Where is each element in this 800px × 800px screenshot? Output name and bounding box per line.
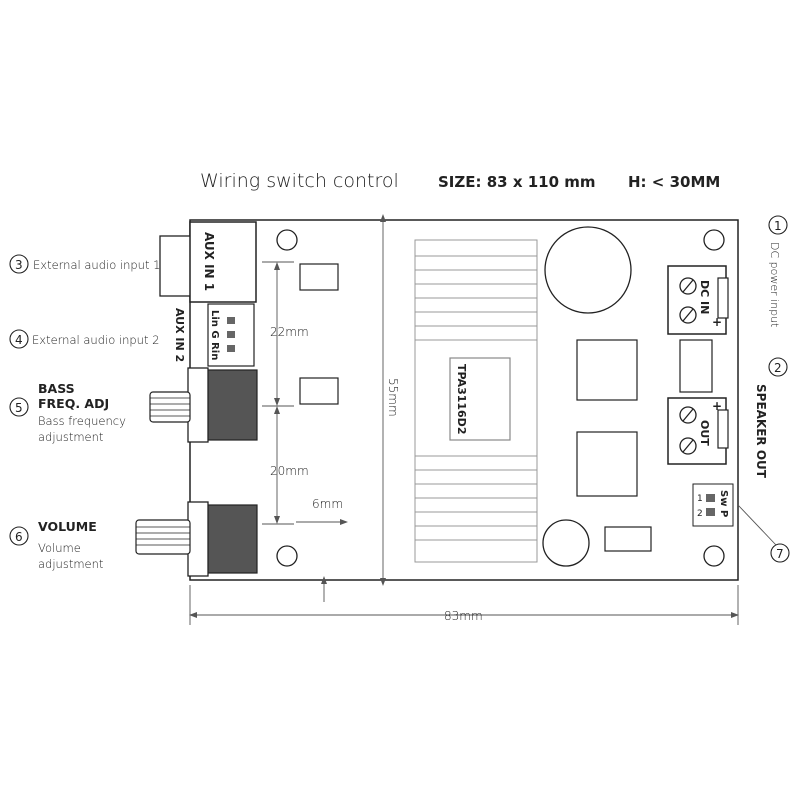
dimension-lines [189, 214, 739, 625]
amplifier-chip: TPA3116D2 [449, 357, 511, 441]
inductor-upper [576, 339, 638, 401]
volume-potentiometer [135, 501, 258, 577]
component-rect-middle [299, 377, 339, 405]
callout-3-text: External audio input 1 [33, 258, 160, 272]
aux-in-2-pin-labels: Lin G Rin [209, 310, 220, 360]
aux-in-2-header: Lin G Rin AUX IN 2 [173, 303, 255, 367]
callout-2-number: 2 [774, 361, 782, 375]
switch-pin-2: 2 [697, 509, 703, 519]
dc-in-plus: + [712, 315, 722, 329]
diagram-title: Wiring switch control [200, 170, 399, 192]
switch-label-p: P [718, 510, 729, 517]
power-switch: 1 2 Sw P [692, 483, 734, 527]
callout-6-text-2: adjustment [38, 557, 103, 571]
callout-5-text-1: Bass frequency [38, 414, 126, 428]
callout-5-title-2: FREQ. ADJ [38, 396, 109, 411]
callout-2-text: SPEAKER OUT [754, 384, 768, 479]
callout-5-text-2: adjustment [38, 430, 103, 444]
dim-83mm: 83mm [444, 609, 483, 623]
callout-6-title: VOLUME [38, 519, 97, 534]
dim-6mm: 6mm [312, 497, 343, 511]
speaker-out-terminal: OUT + [667, 397, 729, 465]
out-plus: + [712, 399, 722, 413]
component-rect-right [679, 339, 713, 393]
callout-1-number: 1 [774, 219, 782, 233]
callout-6: 6 VOLUME Volume adjustment [9, 519, 103, 571]
callout-7: 7 [737, 504, 790, 563]
callout-4: 4 External audio input 2 [9, 329, 159, 349]
bass-potentiometer [149, 367, 258, 443]
callout-6-number: 6 [15, 530, 23, 544]
callout-4-text: External audio input 2 [32, 333, 159, 347]
component-rect-bottom [604, 526, 652, 552]
mount-hole-top-left [276, 229, 298, 251]
aux-in-1-label: AUX IN 1 [202, 232, 216, 291]
callout-6-text-1: Volume [38, 541, 81, 555]
dim-22mm: 22mm [270, 325, 309, 339]
component-rect-upper [299, 263, 339, 291]
capacitor-large [544, 226, 632, 314]
callout-5: 5 BASS FREQ. ADJ Bass frequency adjustme… [9, 381, 126, 444]
switch-pin-1: 1 [697, 494, 703, 504]
mount-hole-top-right [703, 229, 725, 251]
dim-20mm: 20mm [270, 464, 309, 478]
callout-5-title-1: BASS [38, 381, 75, 396]
out-label: OUT [698, 420, 711, 446]
mount-hole-bottom-left [276, 545, 298, 567]
height-label: H: < 30MM [628, 173, 720, 191]
callout-3: 3 External audio input 1 [9, 254, 160, 274]
callout-5-number: 5 [15, 401, 23, 415]
chip-label: TPA3116D2 [455, 364, 468, 434]
mount-hole-bottom-right [703, 545, 725, 567]
dim-55mm: 55mm [386, 378, 400, 417]
callout-4-number: 4 [15, 333, 23, 347]
aux-in-1-jack: AUX IN 1 [159, 221, 257, 303]
callout-2: 2 SPEAKER OUT [754, 357, 788, 479]
dc-in-terminal: DC IN + [667, 265, 729, 335]
callout-1-text: DC power input [768, 242, 781, 327]
inductor-lower [576, 431, 638, 497]
capacitor-small [542, 519, 590, 567]
size-label: SIZE: 83 x 110 mm [438, 173, 596, 191]
aux-in-2-label: AUX IN 2 [173, 308, 186, 362]
callout-7-number: 7 [776, 547, 784, 561]
dc-in-label: DC IN [698, 280, 711, 314]
callout-3-number: 3 [15, 258, 23, 272]
callout-1: 1 DC power input [768, 215, 788, 327]
switch-label: Sw [718, 490, 729, 506]
